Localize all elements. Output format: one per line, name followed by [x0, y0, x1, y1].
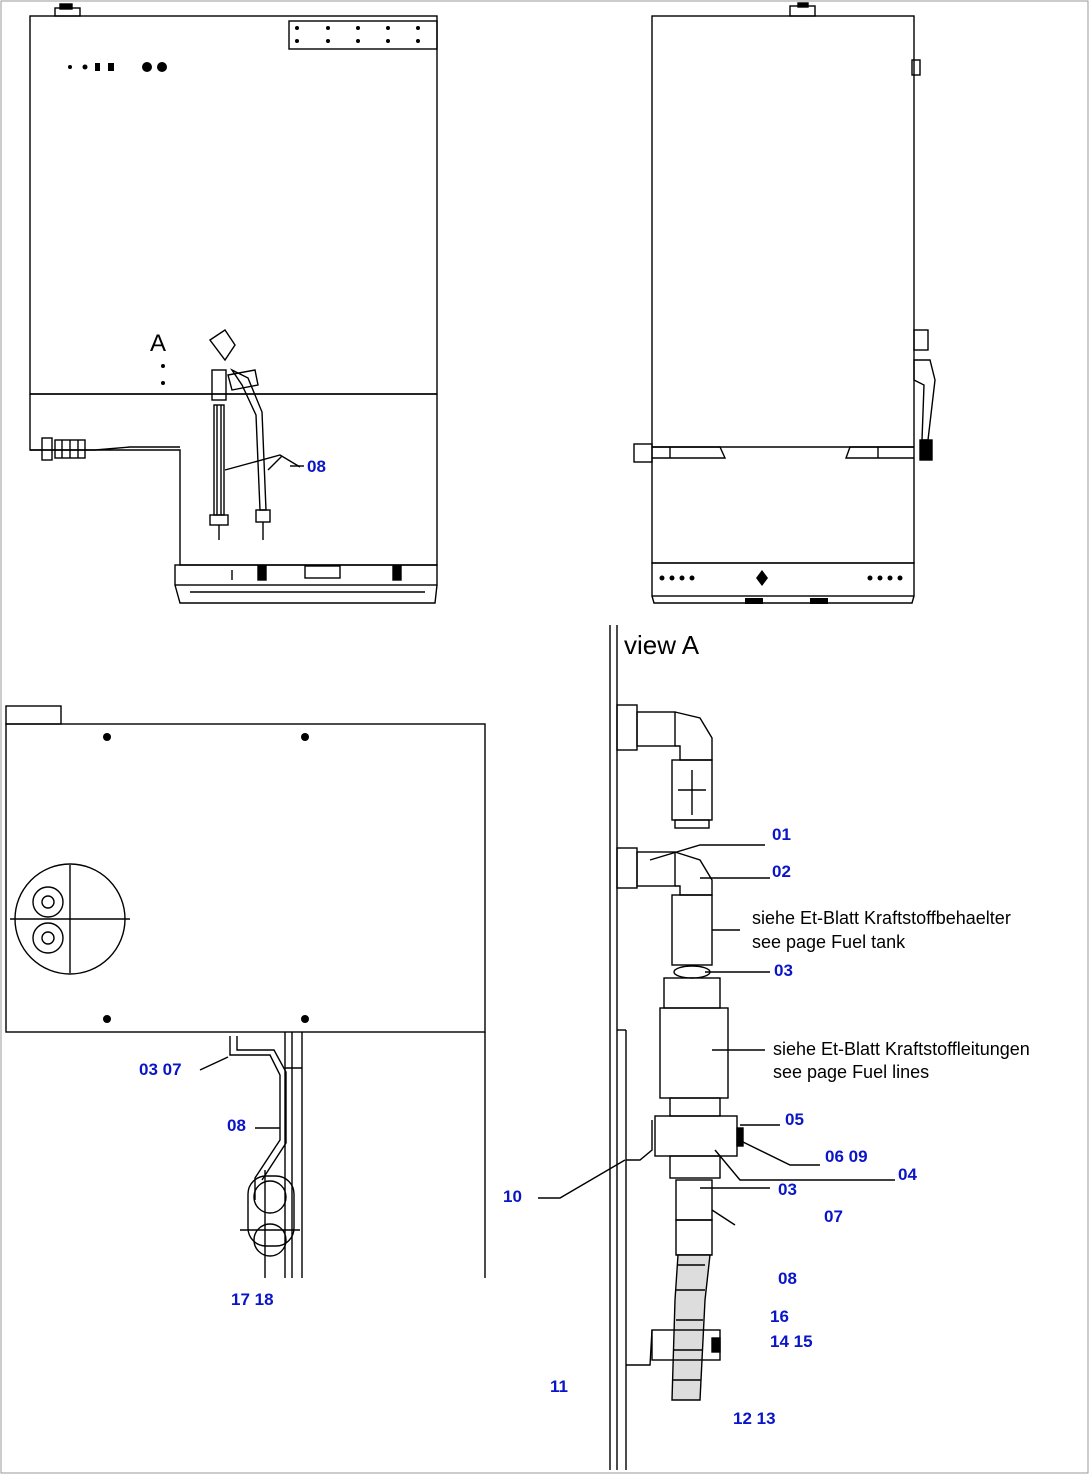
view-marker-letter: A [150, 330, 167, 357]
callout-07: 07 [824, 1207, 843, 1226]
callout-11: 11 [550, 1377, 568, 1396]
callout-03-07: 03 07 [139, 1060, 182, 1079]
view-a-title: view A [624, 630, 700, 660]
side-view-tank [633, 2, 936, 604]
callout-08-view-a: 08 [778, 1269, 797, 1288]
view-a-detail [538, 625, 895, 1470]
callout-04: 04 [898, 1165, 917, 1184]
callout-01: 01 [772, 825, 791, 844]
callout-14-15: 14 15 [770, 1332, 813, 1351]
note-tank-de: siehe Et-Blatt Kraftstoffbehaelter [752, 908, 1011, 928]
callout-06-09: 06 09 [825, 1147, 868, 1166]
note-lines-de: siehe Et-Blatt Kraftstoffleitungen [773, 1039, 1030, 1059]
note-lines-en: see page Fuel lines [773, 1062, 930, 1082]
callout-03-upper: 03 [774, 961, 793, 980]
top-view-tank [5, 705, 486, 1278]
callout-16: 16 [770, 1307, 789, 1326]
front-view-tank [29, 3, 438, 604]
callout-08-top-view: 08 [227, 1116, 246, 1135]
callout-08-front: 08 [307, 457, 326, 476]
note-tank-en: see page Fuel tank [752, 932, 906, 952]
callout-02: 02 [772, 862, 791, 881]
callout-17-18: 17 18 [231, 1290, 274, 1309]
callout-05: 05 [785, 1110, 804, 1129]
callout-10: 10 [503, 1187, 522, 1206]
callout-03-lower: 03 [778, 1180, 797, 1199]
callout-12-13: 12 13 [733, 1409, 776, 1428]
